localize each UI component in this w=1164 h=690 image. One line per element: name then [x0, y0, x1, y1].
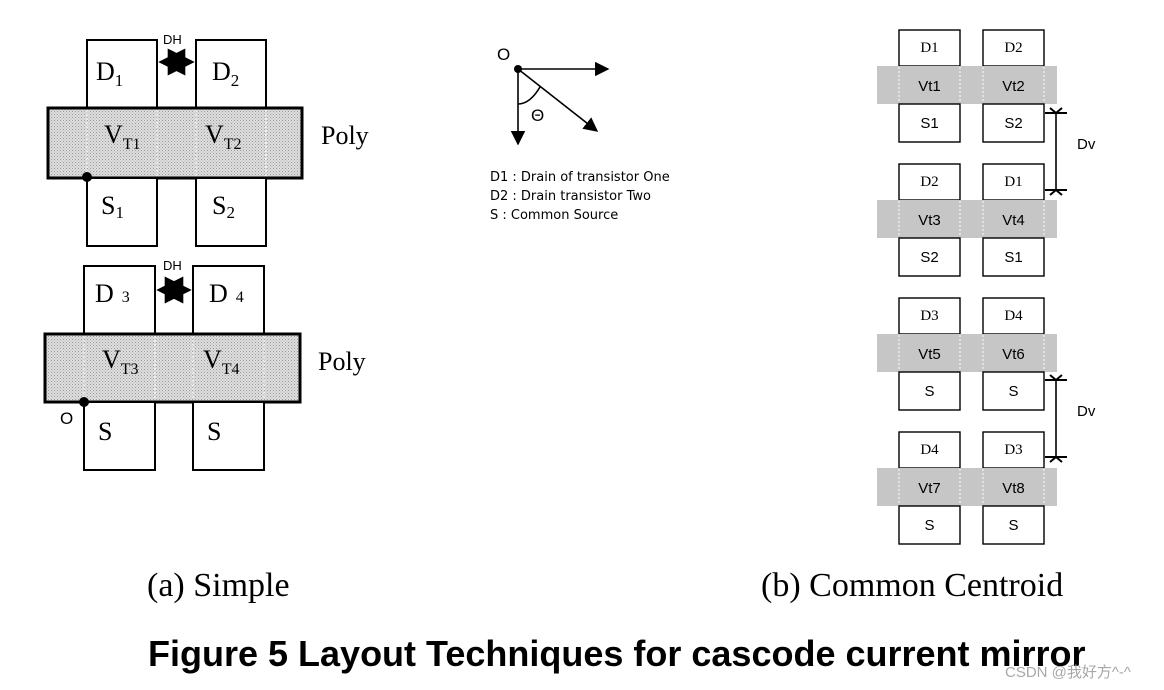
drain-d4-box: [192, 265, 265, 335]
cc-drain-label: D4: [920, 442, 939, 458]
dh-label-top: DH: [163, 32, 182, 47]
poly-gate-top: [46, 106, 304, 180]
s2-label: S2: [212, 191, 235, 222]
cc-drain-label: D1: [1004, 174, 1022, 190]
cc-drain-label: D3: [920, 308, 938, 324]
cc-source-label: S2: [920, 249, 938, 266]
source-left-box: [83, 401, 156, 471]
vt1-label: VT1: [104, 120, 141, 153]
cc-drain-label: D2: [920, 174, 938, 190]
cc-source-box: [898, 505, 961, 545]
source-s2-box: [195, 177, 267, 247]
figure-title: Figure 5 Layout Techniques for cascode c…: [148, 633, 1086, 674]
cc-source-label: S: [1008, 517, 1018, 534]
cc-source-box: [982, 371, 1045, 411]
vt4-label: VT4: [203, 345, 240, 378]
cc-source-label: S: [1008, 383, 1018, 400]
drain-d3-box: [83, 265, 156, 335]
cc-source-box: [982, 505, 1045, 545]
dh-label-bottom: DH: [163, 258, 182, 273]
s1-label: S1: [101, 191, 124, 222]
drain-d2-box: [195, 39, 267, 109]
cc-drain-box: [898, 29, 961, 67]
watermark: CSDN @我好方^-^: [1005, 664, 1131, 681]
orientation-legend: O Θ D1 : Drain of transistor One D2 : Dr…: [490, 45, 670, 223]
poly-label-top: Poly: [321, 121, 369, 150]
cc-drain-box: [898, 163, 961, 201]
cc-source-label: S: [924, 383, 934, 400]
cc-source-box: [982, 237, 1045, 277]
cc-source-label: S1: [1004, 249, 1022, 266]
s-left-label: S: [98, 417, 112, 446]
cc-drain-box: [982, 29, 1045, 67]
dv-spacing-markers: Dv Dv: [1045, 107, 1096, 463]
cc-vt-label: Vt1: [918, 78, 941, 95]
dv-label-lower: Dv: [1077, 403, 1096, 420]
cc-vt-label: Vt4: [1002, 212, 1025, 229]
d2-label: D2: [212, 57, 239, 90]
cc-vt-label: Vt3: [918, 212, 941, 229]
vt2-label: VT2: [205, 120, 242, 153]
angle-arc: [517, 86, 541, 105]
source-s1-box: [86, 177, 158, 247]
cc-poly-band: [877, 200, 1057, 238]
cc-poly-band: [877, 468, 1057, 506]
caption-a: (a) Simple: [147, 567, 290, 604]
source-right-box: [192, 401, 265, 471]
drain-d1-box: [86, 39, 158, 109]
cc-source-box: [898, 371, 961, 411]
cc-source-label: S: [924, 517, 934, 534]
cc-vt-label: Vt6: [1002, 346, 1025, 363]
legend-item-1: D1 : Drain of transistor One: [490, 170, 670, 185]
panel-b-common-centroid: D1Vt1S1D2Vt2S2D2Vt3S2D1Vt4S1D3Vt5SD4Vt6S…: [877, 29, 1057, 545]
cc-poly-band: [877, 334, 1057, 372]
cc-vt-label: Vt7: [918, 480, 941, 497]
cc-poly-band: [877, 66, 1057, 104]
poly-gate-bottom: [43, 332, 302, 404]
diagonal-arrow: [517, 68, 599, 132]
origin-label: O: [60, 409, 73, 428]
panel-a-top-pair: D1 D2 VT1 VT2 S1 S2 Poly DH: [46, 32, 369, 247]
poly-label-bottom: Poly: [318, 347, 366, 376]
cc-vt-label: Vt5: [918, 346, 941, 363]
cc-source-label: S2: [1004, 115, 1022, 132]
dv-label-upper: Dv: [1077, 136, 1096, 153]
cc-source-box: [898, 237, 961, 277]
vt3-label: VT3: [102, 345, 139, 378]
cc-drain-label: D3: [1004, 442, 1022, 458]
theta-label: Θ: [531, 106, 544, 125]
cc-vt-label: Vt8: [1002, 480, 1025, 497]
cc-drain-label: D2: [1004, 40, 1022, 56]
origin-dot: [79, 397, 89, 407]
cc-drain-label: D4: [1004, 308, 1023, 324]
origin-dot: [82, 172, 92, 182]
cc-vt-label: Vt2: [1002, 78, 1025, 95]
s-right-label: S: [207, 417, 221, 446]
cc-drain-box: [898, 431, 961, 469]
cc-drain-label: D1: [920, 40, 938, 56]
d1-label: D1: [96, 57, 123, 90]
legend-item-2: D2 : Drain transistor Two: [490, 189, 651, 204]
cc-source-box: [982, 103, 1045, 143]
legend-origin-label: O: [497, 45, 510, 64]
cc-drain-box: [982, 431, 1045, 469]
caption-b: (b) Common Centroid: [761, 567, 1063, 604]
cc-source-box: [898, 103, 961, 143]
legend-item-3: S : Common Source: [490, 208, 618, 223]
cc-source-label: S1: [920, 115, 938, 132]
